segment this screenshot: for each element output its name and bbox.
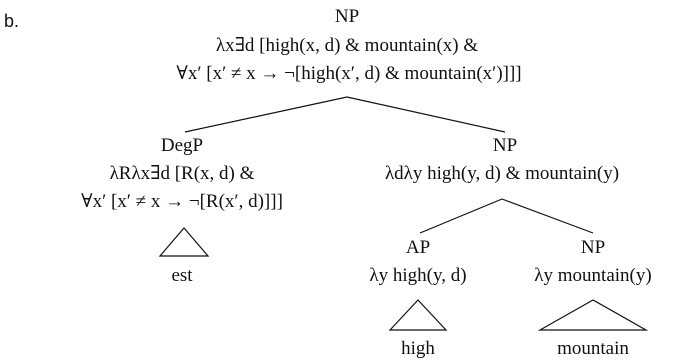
degp-formula-line2: ∀x′ [x′ ≠ x → ¬[R(x′, d)]]] [81,191,283,212]
right-np-category: NP [492,135,518,156]
degp-leaf-est: est [171,265,193,286]
ap-formula: λy high(y, d) [369,265,467,286]
right-np-formula: λdλy high(y, d) & mountain(y) [384,163,620,184]
degp-formula-line1: λRλx∃d [R(x, d) & [109,163,255,184]
triangle-high [388,299,448,331]
root-np-category: NP [334,6,360,27]
degp-category: DegP [160,135,204,156]
branch-np-to-leaf-np [501,198,594,234]
leaf-np-leaf-mountain: mountain [557,338,629,359]
ap-leaf-high: high [401,338,435,359]
leaf-np-category: NP [580,237,606,258]
root-np-formula-line2: ∀x′ [x′ ≠ x → ¬[high(x′, d) & mountain(x… [176,63,522,84]
example-label: b. [4,11,20,31]
branch-np-to-ap [419,198,503,234]
triangle-mountain [537,299,649,331]
root-np-formula-line1: λx∃d [high(x, d) & mountain(x) & [215,35,479,56]
branch-root-to-np [346,96,506,133]
triangle-est [158,227,210,257]
branch-root-to-degp [184,96,348,133]
leaf-np-formula: λy mountain(y) [534,265,652,286]
ap-category: AP [405,237,431,258]
